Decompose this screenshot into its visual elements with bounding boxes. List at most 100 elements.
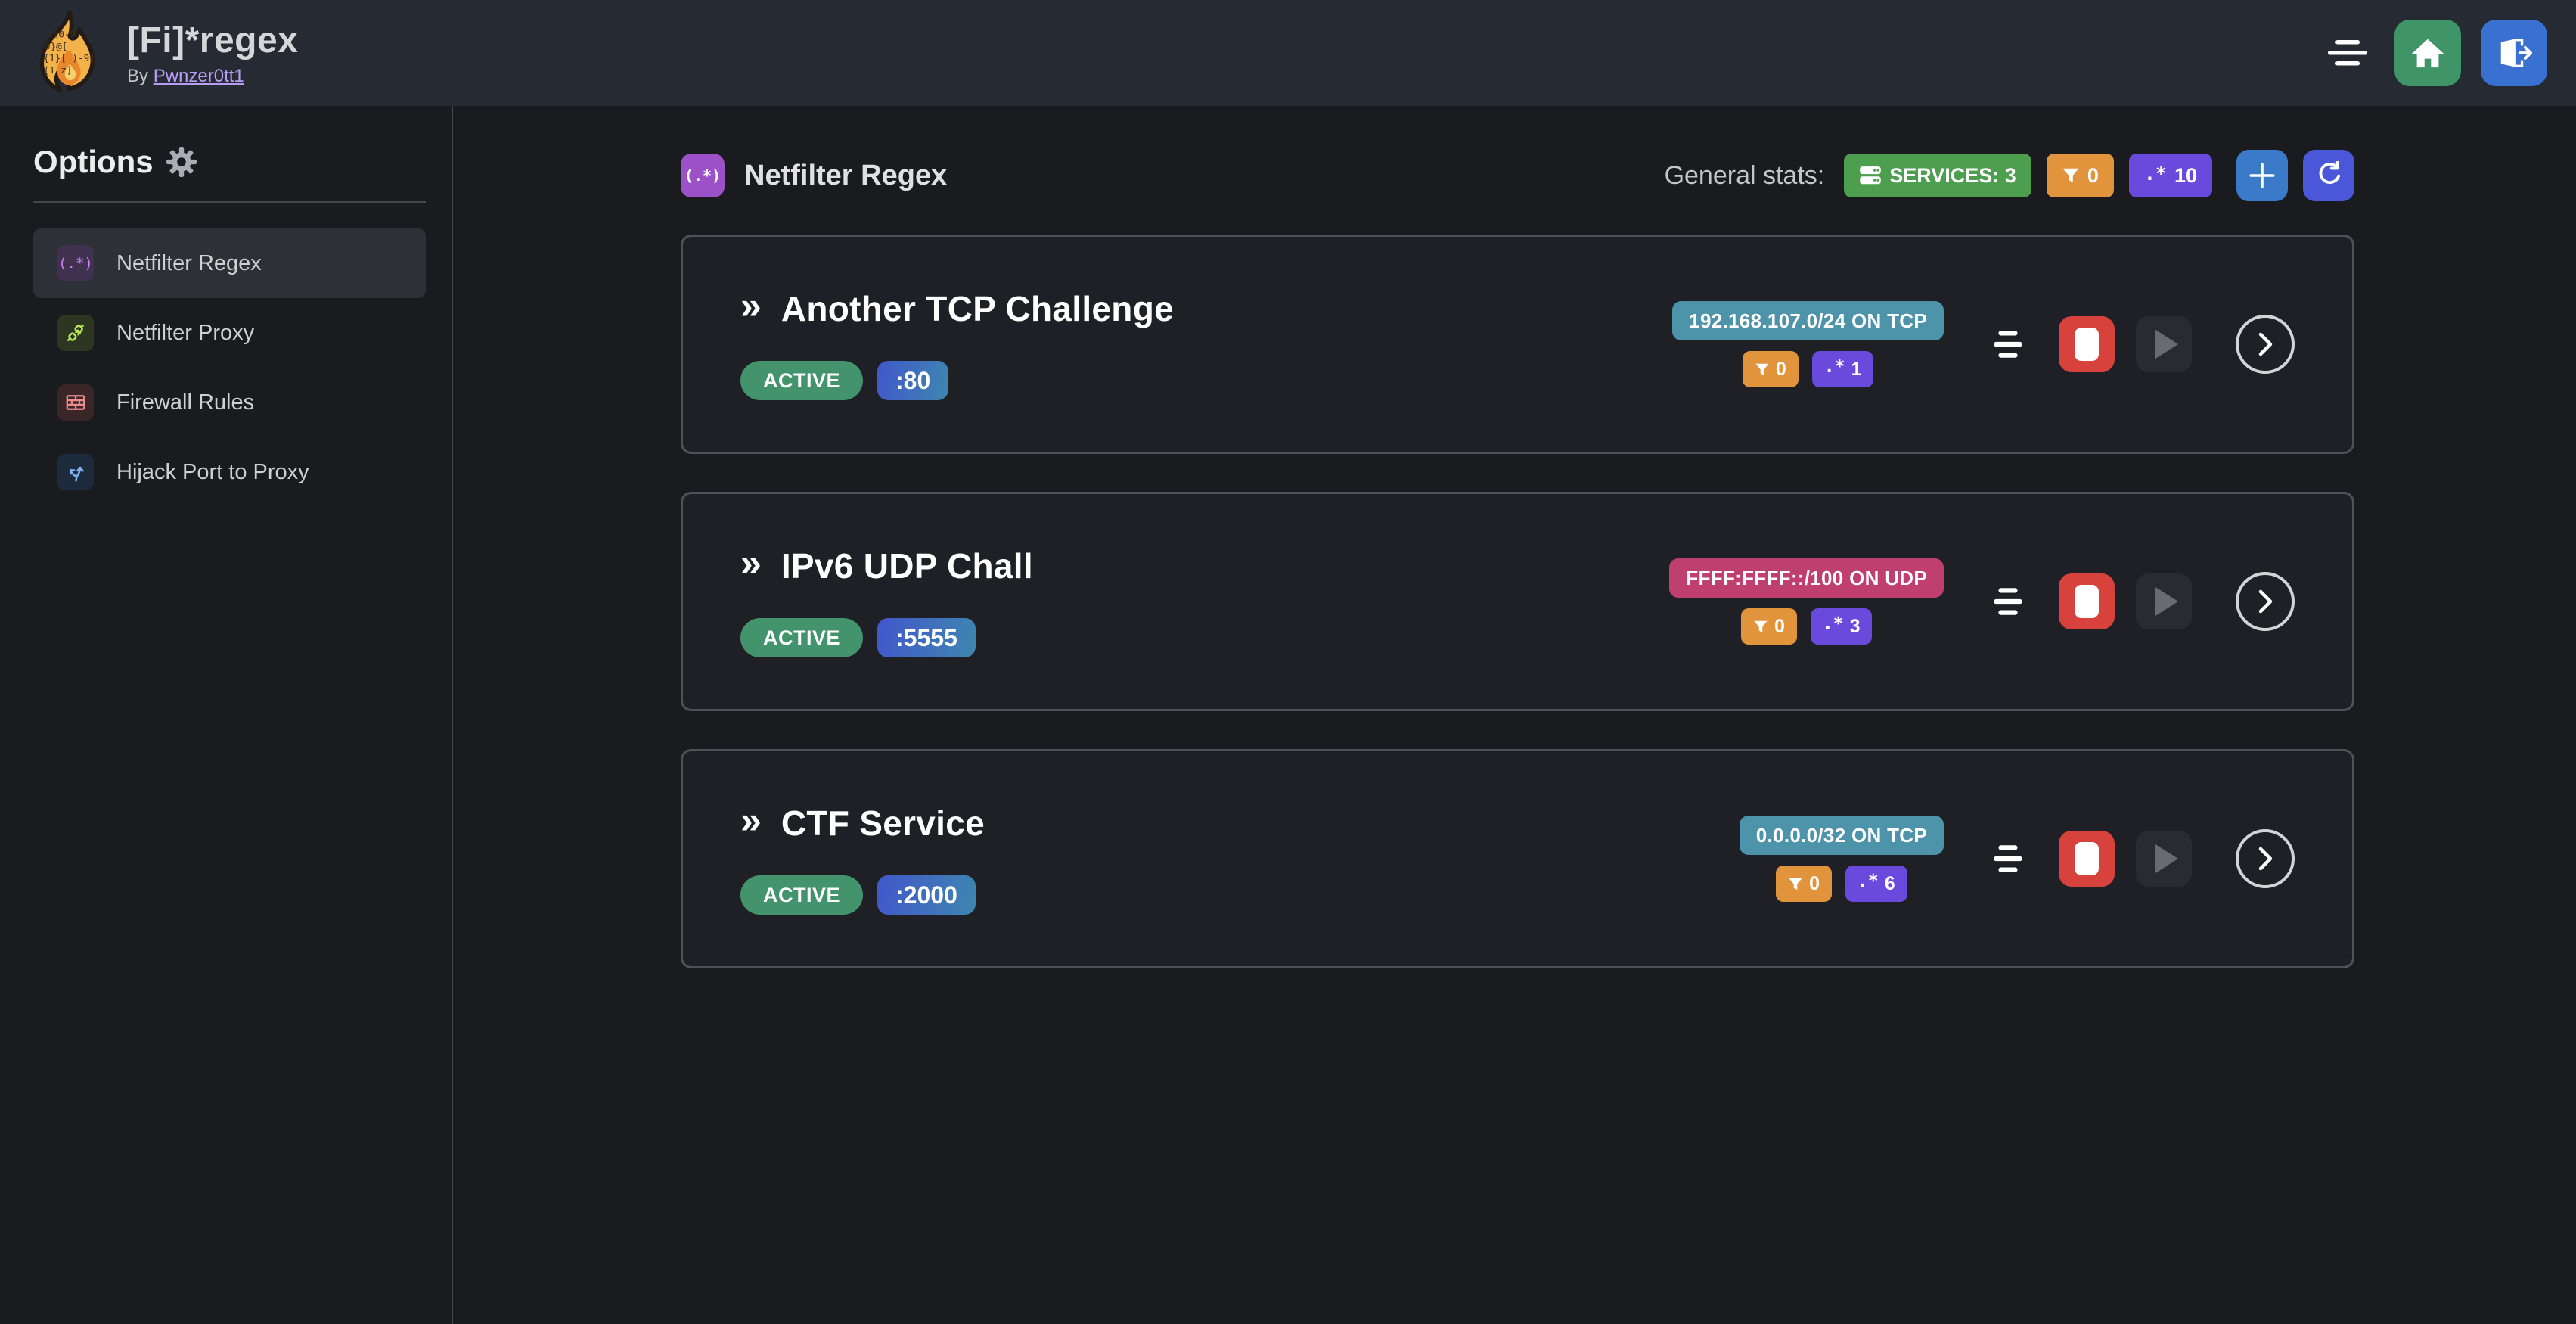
logout-button[interactable] [2481,20,2547,86]
split-arrows-icon [57,454,94,490]
sidebar-item-label: Firewall Rules [116,390,255,415]
service-regex-count-text: 6 [1884,872,1895,894]
service-card-left: » IPv6 UDP Chall ACTIVE :5555 [740,542,1033,657]
double-chevron-icon: » [740,284,762,327]
service-mini-badges: 0 .* 3 [1740,608,1873,645]
server-stack-icon [1860,166,1881,185]
flame-logo-icon: -z0-9 0}@[ {1}[ )-9] {1 z] [39,10,95,92]
service-status-badge: ACTIVE [740,361,864,400]
home-icon [2411,39,2444,68]
filters-count-badge: 0 [2046,154,2114,197]
regex-glyph: .* [1822,614,1844,634]
byline-prefix: By [127,65,149,86]
chevron-right-icon [2258,847,2273,871]
service-card-left: » Another TCP Challenge ACTIVE :80 [740,284,1174,400]
main-header: (.*) Netfilter Regex General stats: SERV… [681,150,2354,201]
section-title: (.*) Netfilter Regex [681,154,947,197]
service-badges: ACTIVE :5555 [740,618,1033,657]
service-menu-button[interactable] [1991,328,2025,360]
play-icon [2155,330,2178,359]
stop-service-button[interactable] [2059,573,2115,629]
sidebar-item-label: Netfilter Regex [116,250,262,275]
service-filter-count-text: 0 [1774,615,1785,637]
plug-icon [57,315,94,351]
service-filter-count-text: 0 [1775,358,1786,380]
main-content: (.*) Netfilter Regex General stats: SERV… [453,106,2576,1324]
sidebar-nav: (.*) Netfilter Regex Netfilter Proxy [33,228,426,507]
sidebar-item-hijack-port[interactable]: Hijack Port to Proxy [33,437,426,507]
service-card-right: FFFF:FFFF::/100 ON UDP 0 .* 3 [1669,558,2295,645]
service-menu-button[interactable] [1991,586,2025,617]
refresh-button[interactable] [2303,150,2354,201]
stop-icon [2075,585,2099,618]
service-regex-count-text: 1 [1851,358,1862,380]
app-title: [Fi]*regex [127,20,299,61]
sidebar-item-label: Netfilter Proxy [116,320,255,345]
expand-service-button[interactable] [2236,829,2295,888]
chevron-right-icon [2258,589,2273,614]
service-address-badge: FFFF:FFFF::/100 ON UDP [1669,558,1944,598]
play-icon [2155,587,2178,616]
author-link[interactable]: Pwnzer0tt1 [153,65,244,86]
stop-service-button[interactable] [2059,831,2115,887]
sidebar: Options (.*) [0,106,453,1324]
regex-glyph: (.*) [58,255,93,272]
service-regex-count-badge: .* 6 [1845,866,1907,902]
logo-text-fragment: 0}@[ [45,40,67,51]
service-menu-button[interactable] [1991,843,2025,875]
filters-count-text: 0 [2087,163,2099,187]
sidebar-item-netfilter-regex[interactable]: (.*) Netfilter Regex [33,228,426,298]
service-card-left: » CTF Service ACTIVE :2000 [740,801,985,915]
filter-lines-icon [1994,331,2022,358]
home-button[interactable] [2394,20,2461,86]
service-filter-count-badge: 0 [1776,866,1833,902]
menu-button[interactable] [2320,30,2375,76]
regex-glyph: .* [1823,357,1845,377]
service-title-row: » CTF Service [740,801,985,844]
stop-icon [2075,842,2099,875]
regex-count-badge: .* 10 [2128,154,2212,197]
funnel-icon [1789,878,1802,890]
expand-service-button[interactable] [2236,572,2295,631]
service-card: » Another TCP Challenge ACTIVE :80 192.1… [681,235,2354,454]
expand-service-button[interactable] [2236,315,2295,374]
stop-service-button[interactable] [2059,316,2115,372]
service-address-badge: 0.0.0.0/32 ON TCP [1739,816,1944,855]
brand: -z0-9 0}@[ {1}[ )-9] {1 z] [Fi]*regex By… [29,10,298,96]
service-title-row: » IPv6 UDP Chall [740,542,1033,586]
sidebar-item-netfilter-proxy[interactable]: Netfilter Proxy [33,298,426,368]
sidebar-item-firewall-rules[interactable]: Firewall Rules [33,368,426,437]
filter-lines-icon [1994,845,2022,872]
service-address-group: 0.0.0.0/32 ON TCP 0 .* 6 [1739,816,1944,902]
regex-glyph: .* [2143,162,2167,185]
sidebar-heading-label: Options [33,144,154,179]
funnel-icon [1755,363,1769,375]
start-service-button[interactable] [2136,316,2192,372]
service-filter-count-text: 0 [1809,872,1820,894]
byline: By Pwnzer0tt1 [127,66,298,87]
service-address-group: FFFF:FFFF::/100 ON UDP 0 .* 3 [1669,558,1944,645]
regex-icon: (.*) [57,245,94,281]
service-title-row: » Another TCP Challenge [740,284,1174,329]
funnel-icon [2062,168,2079,183]
service-regex-count-badge: .* 3 [1810,608,1873,645]
double-chevron-icon: » [740,542,762,584]
service-port-badge: :5555 [877,618,976,657]
section-title-label: Netfilter Regex [744,159,948,191]
service-regex-count-badge: .* 1 [1811,351,1874,387]
funnel-icon [1754,620,1768,632]
top-actions [2320,20,2547,86]
services-count-text: SERVICES: 3 [1889,163,2016,187]
plus-icon [2249,163,2275,188]
start-service-button[interactable] [2136,831,2192,887]
service-mini-badges: 0 .* 1 [1742,351,1874,387]
service-port-badge: :80 [877,361,949,400]
stop-icon [2075,328,2099,361]
regex-section-icon: (.*) [681,154,725,197]
service-card-right: 192.168.107.0/24 ON TCP 0 .* 1 [1672,301,2295,387]
add-service-button[interactable] [2236,150,2288,201]
start-service-button[interactable] [2136,573,2192,629]
page-layout: Options (.*) [0,106,2576,1324]
play-icon [2155,844,2178,873]
logout-icon [2500,39,2532,67]
